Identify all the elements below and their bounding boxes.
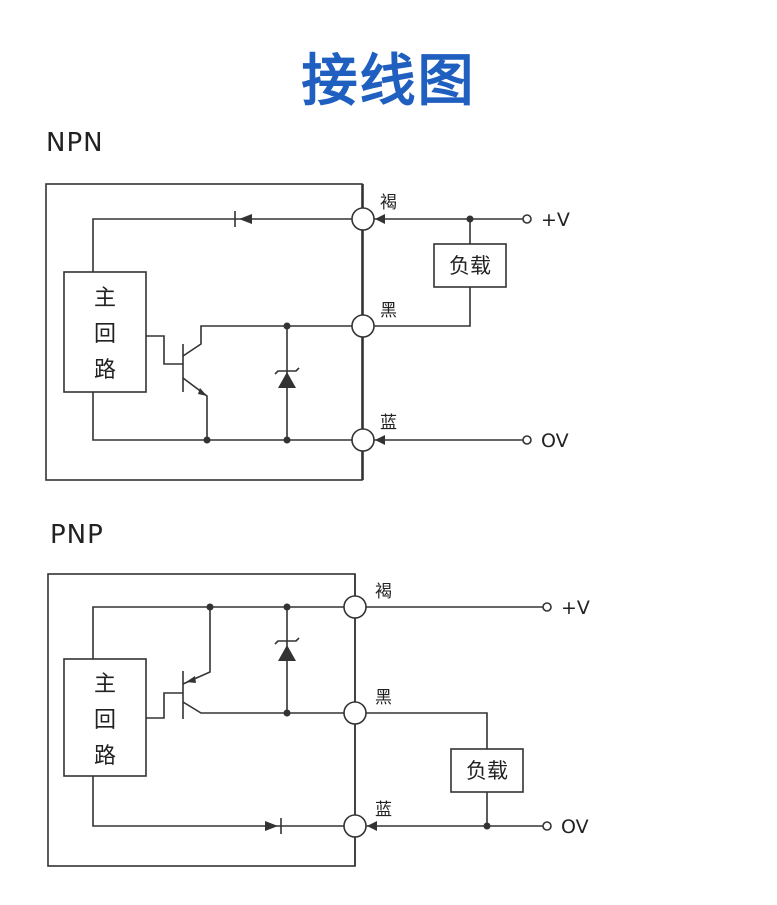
npn-plus-label: +V bbox=[541, 209, 570, 231]
npn-junction-dot bbox=[203, 436, 211, 444]
npn-top-wire bbox=[92, 218, 352, 272]
pnp-circuit bbox=[47, 573, 552, 867]
pnp-wire-blue-label: 蓝 bbox=[375, 800, 392, 820]
npn-black-terminal bbox=[351, 314, 375, 338]
pnp-load-label: 负载 bbox=[466, 759, 508, 783]
pnp-zero-arrow bbox=[367, 821, 377, 831]
npn-load-bottom-wire bbox=[374, 287, 471, 327]
npn-emitter-wire bbox=[182, 377, 208, 440]
pnp-zener-triangle bbox=[278, 645, 296, 661]
npn-junction-dot bbox=[283, 436, 291, 444]
npn-zero-label: OV bbox=[541, 430, 569, 452]
npn-main-circuit-box bbox=[63, 271, 147, 393]
pnp-label: PNP bbox=[50, 520, 104, 550]
npn-bottom-wire bbox=[92, 392, 352, 441]
npn-zero-arrow bbox=[375, 435, 385, 445]
pnp-junction-dot bbox=[283, 709, 291, 717]
pnp-diode-arrow bbox=[265, 821, 278, 831]
pnp-wire-black-label: 黑 bbox=[375, 688, 392, 708]
npn-main-circuit-char: 路 bbox=[94, 358, 116, 383]
npn-main-circuit-char: 回 bbox=[94, 322, 116, 347]
npn-wire-blue-label: 蓝 bbox=[380, 413, 397, 433]
diagram-title: 接线图 bbox=[301, 49, 476, 114]
pnp-plus-label: +V bbox=[561, 597, 590, 619]
npn-load-label: 负载 bbox=[449, 254, 491, 278]
pnp-brown-terminal bbox=[343, 595, 367, 619]
pnp-emitter-arrow bbox=[186, 676, 196, 683]
pnp-black-terminal bbox=[343, 701, 367, 725]
npn-blue-terminal bbox=[351, 428, 375, 452]
npn-wire-brown-label: 褐 bbox=[380, 193, 397, 213]
npn-label: NPN bbox=[46, 128, 104, 158]
npn-main-circuit-char: 主 bbox=[94, 286, 116, 311]
pnp-main-circuit-char: 路 bbox=[94, 744, 116, 769]
pnp-emitter-wire bbox=[182, 607, 211, 685]
pnp-plus-terminal bbox=[542, 602, 552, 612]
npn-zener-bar bbox=[274, 367, 300, 375]
pnp-collector-wire bbox=[182, 701, 344, 714]
npn-junction-dot bbox=[283, 322, 291, 330]
pnp-load-top-wire bbox=[366, 712, 488, 749]
pnp-zener-bar bbox=[274, 637, 300, 645]
npn-brown-terminal bbox=[351, 207, 375, 231]
pnp-top-wire bbox=[92, 606, 344, 659]
pnp-blue-terminal bbox=[343, 814, 367, 838]
npn-wire-black-label: 黑 bbox=[380, 301, 397, 321]
npn-circuit bbox=[45, 183, 532, 481]
npn-diode-arrow bbox=[239, 214, 252, 224]
pnp-main-circuit-char: 主 bbox=[94, 672, 116, 697]
npn-plus-terminal bbox=[522, 214, 532, 224]
npn-emitter-arrow bbox=[198, 388, 207, 396]
pnp-zero-label: OV bbox=[561, 816, 589, 838]
pnp-wire-brown-label: 褐 bbox=[375, 582, 392, 602]
pnp-bottom-wire bbox=[92, 776, 344, 827]
pnp-zero-terminal bbox=[542, 821, 552, 831]
npn-zero-terminal bbox=[522, 435, 532, 445]
npn-base-wire bbox=[146, 335, 183, 365]
pnp-main-circuit-char: 回 bbox=[94, 708, 116, 733]
pnp-junction-dot bbox=[483, 822, 491, 830]
pnp-base-wire bbox=[146, 692, 183, 719]
npn-zener-triangle bbox=[278, 372, 296, 388]
npn-plus-arrow bbox=[375, 214, 385, 224]
npn-collector-wire bbox=[182, 325, 352, 357]
